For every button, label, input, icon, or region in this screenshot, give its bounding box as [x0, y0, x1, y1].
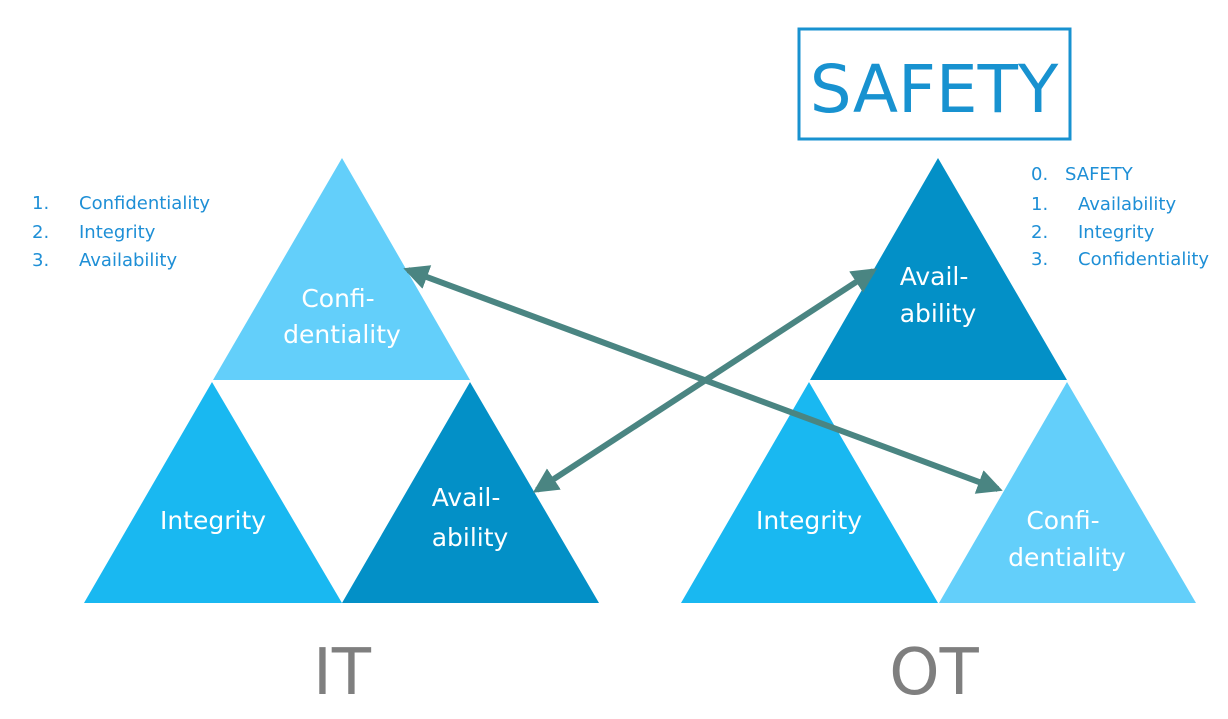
it-priority-list: 1. Confidentiality 2. Integrity 3. Avail… — [32, 193, 210, 271]
list-item-text: Integrity — [79, 222, 156, 243]
list-item: 3. Availability — [32, 250, 177, 271]
ot-confidentiality-triangle — [939, 382, 1196, 603]
safety-box-border — [797, 27, 1072, 141]
ot-integrity-label: Integrity — [756, 506, 862, 535]
ot-priority-list: 0. SAFETY 1. Availability 2. Integrity 3… — [1031, 164, 1209, 270]
availability-swap-arrow — [532, 268, 878, 493]
list-item: 1. Confidentiality — [32, 193, 210, 214]
list-item-number: 3. — [1031, 249, 1048, 270]
list-item-number: 0. — [1031, 164, 1048, 185]
list-item: 2. Integrity — [1031, 222, 1155, 243]
ot-confidentiality-label: Confi- dentiality — [1008, 506, 1126, 572]
safety-box: SAFETY — [797, 27, 1072, 141]
list-item-text: SAFETY — [1065, 164, 1134, 185]
list-item-number: 2. — [1031, 222, 1048, 243]
it-confidentiality-label: Confi- dentiality — [283, 284, 401, 349]
list-item-number: 3. — [32, 250, 49, 271]
it-triad: Confi- dentiality Integrity Avail- abili… — [84, 158, 599, 603]
list-item-number: 2. — [32, 222, 49, 243]
safety-title: SAFETY — [810, 51, 1059, 128]
list-item-text: Integrity — [1078, 222, 1155, 243]
list-item-text: Availability — [79, 250, 177, 271]
list-item-text: Confidentiality — [1078, 249, 1209, 270]
list-item: 1. Availability — [1031, 194, 1176, 215]
list-item-number: 1. — [1031, 194, 1048, 215]
ot-label: OT — [889, 636, 979, 710]
list-item: 2. Integrity — [32, 222, 156, 243]
list-item-text: Availability — [1078, 194, 1176, 215]
list-item: 3. Confidentiality — [1031, 249, 1209, 270]
it-label: IT — [313, 636, 372, 710]
it-integrity-label: Integrity — [160, 506, 266, 535]
list-item-number: 1. — [32, 193, 49, 214]
list-item-text: Confidentiality — [79, 193, 210, 214]
list-item: 0. SAFETY — [1031, 164, 1134, 185]
ot-integrity-triangle — [681, 382, 938, 603]
it-integrity-triangle — [84, 382, 342, 603]
